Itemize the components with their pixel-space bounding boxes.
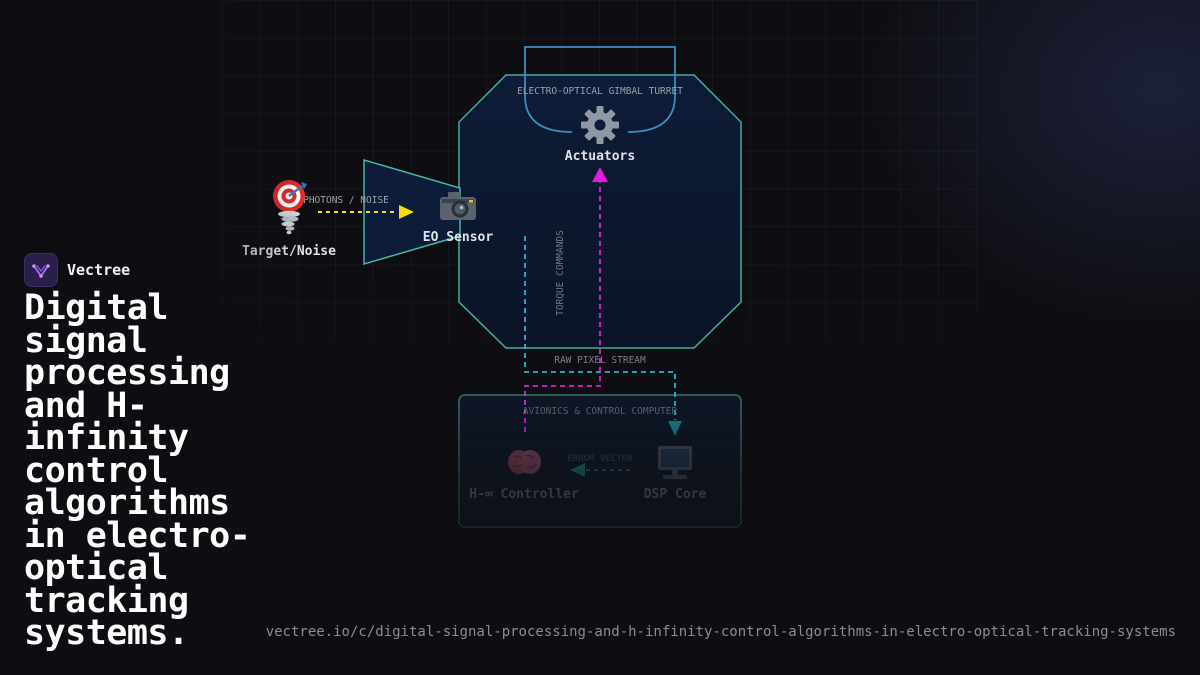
actuators-node: Actuators bbox=[565, 106, 635, 164]
sensor-node-label: EO Sensor bbox=[423, 230, 494, 245]
avionics-title: AVIONICS & CONTROL COMPUTER bbox=[523, 406, 678, 417]
page-title: Digital signal processing and H-infinity… bbox=[24, 288, 251, 653]
torque-edge-arrowhead bbox=[592, 167, 608, 182]
target-node-label: Target/Noise bbox=[242, 244, 336, 259]
gimbal-turret-panel bbox=[458, 74, 742, 349]
sensor-node: EO Sensor bbox=[423, 192, 494, 245]
gear-icon bbox=[581, 106, 619, 144]
tornado-icon bbox=[278, 210, 300, 235]
gimbal-title: ELECTRO-OPTICAL GIMBAL TURRET bbox=[517, 86, 683, 97]
brain-icon bbox=[508, 450, 541, 474]
photons-edge-label: PHOTONS / NOISE bbox=[303, 195, 389, 206]
raw-pixel-edge-label: RAW PIXEL STREAM bbox=[554, 355, 646, 366]
brand-name: Vectree bbox=[67, 261, 131, 279]
photons-edge-arrowhead bbox=[399, 205, 414, 219]
camera-icon bbox=[440, 192, 476, 220]
actuators-node-label: Actuators bbox=[565, 149, 635, 164]
actuator-bracket bbox=[524, 46, 676, 133]
page-url[interactable]: vectree.io/c/digital-signal-processing-a… bbox=[265, 624, 1176, 640]
controller-node-label: H-∞ Controller bbox=[469, 487, 579, 502]
brand[interactable]: Vectree bbox=[24, 253, 130, 287]
torque-edge-label: TORQUE COMMANDS bbox=[555, 230, 566, 316]
vectree-logo-icon bbox=[24, 253, 58, 287]
error-vector-edge-label: ERROR VECTOR bbox=[567, 454, 633, 464]
dsp-node-label: DSP Core bbox=[644, 487, 707, 502]
target-node: Target/Noise bbox=[242, 180, 336, 259]
target-icon bbox=[273, 180, 307, 212]
